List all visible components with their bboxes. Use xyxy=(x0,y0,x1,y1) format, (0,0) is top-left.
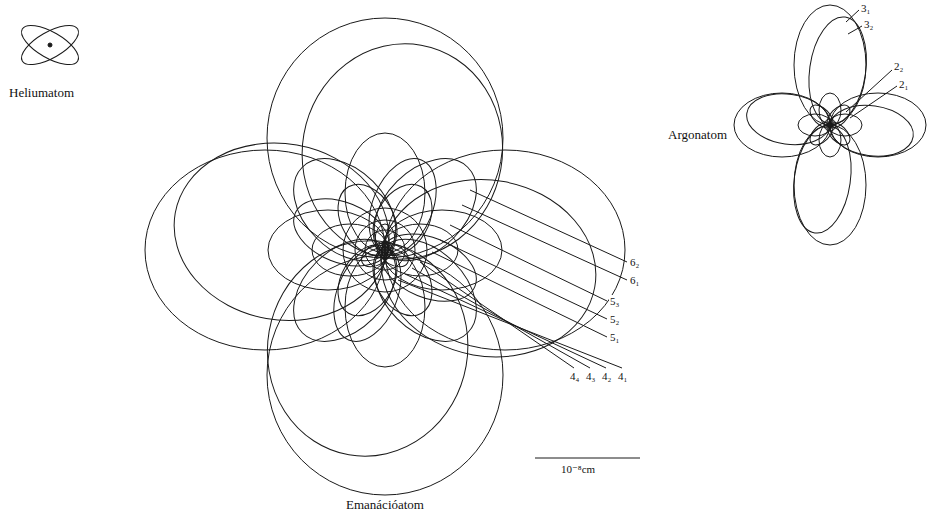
callout-number: 5₁ xyxy=(609,331,620,343)
callout-number: 6₁ xyxy=(629,274,640,286)
emanation-outer-orbits xyxy=(139,8,631,495)
scale-bar xyxy=(535,458,640,459)
callout-number: 3₁ xyxy=(860,2,871,14)
callout-number: 5₃ xyxy=(609,295,620,307)
scale-label: 10⁻⁸cm xyxy=(560,463,596,475)
argon-leader-lines xyxy=(846,10,897,118)
atom-name: Emanációatom xyxy=(345,498,425,512)
callout-number: 5₂ xyxy=(609,313,620,325)
callout-number: 4₃ xyxy=(585,370,596,382)
atom-name: Argonatom xyxy=(667,128,728,142)
callout-number: 2₂ xyxy=(893,60,904,72)
callout-number: 2₁ xyxy=(898,78,909,90)
argon-outer-orbits xyxy=(732,5,929,245)
callout-number: 4₄ xyxy=(569,370,580,382)
argon-inner-orbits xyxy=(798,93,862,157)
callout-number: 6₂ xyxy=(629,256,640,268)
helium-orbits xyxy=(16,18,84,73)
emanation-middle-orbits xyxy=(268,133,502,367)
emanation-leader-lines xyxy=(398,190,627,368)
callout-number: 3₂ xyxy=(863,18,874,30)
emanation-inner-orbits xyxy=(312,174,458,326)
atom-name: Heliumatom xyxy=(8,86,75,100)
callout-number: 4₁ xyxy=(617,370,628,382)
callout-number: 4₂ xyxy=(601,370,612,382)
